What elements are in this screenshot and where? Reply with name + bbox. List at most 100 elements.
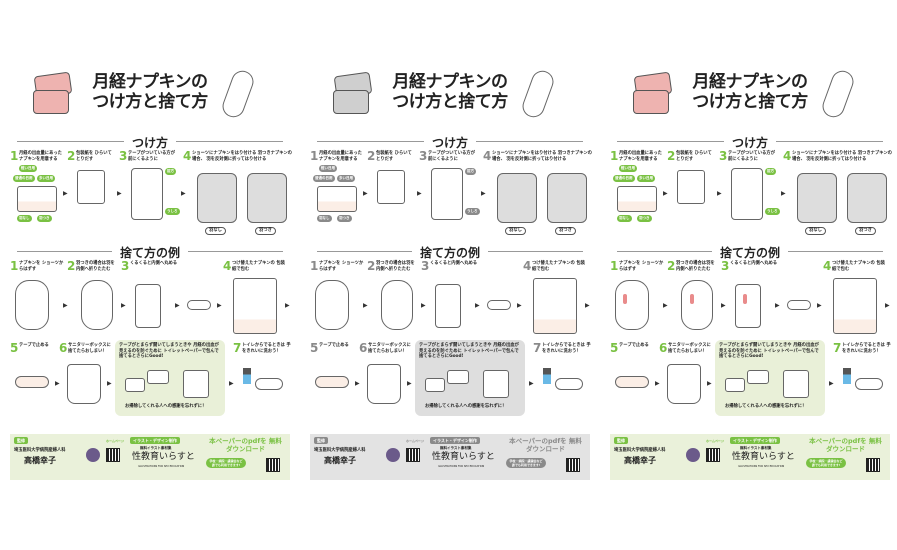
sanitary-pad-icon (519, 67, 557, 121)
arrow-right-icon: ▶ (363, 190, 368, 197)
homepage-qr-code[interactable] (106, 448, 120, 462)
step-number: 2 (67, 149, 76, 163)
toilet-paper-icon (147, 370, 169, 384)
step-text: サニタリーボックスに 捨てたらおしまい！ (368, 343, 411, 354)
step-number: 1 (10, 149, 19, 163)
homepage-qr-code[interactable] (406, 448, 420, 462)
step-text: ナプキンを ショーツからはずす (319, 261, 364, 272)
site-subtitle: 無料イラスト素材集 (140, 446, 172, 450)
pad-front-view (431, 168, 463, 220)
step-text: 包装紙を ひらいてとりだす (676, 151, 712, 162)
poster-title: 月経ナプキンのつけ方と捨て方 (675, 72, 825, 112)
homepage-label: ホームページ (106, 439, 124, 443)
title-line-2: つけ方と捨て方 (92, 92, 208, 112)
step-text: 月経の出血量にあった ナプキンを用意する (19, 151, 62, 162)
pad-rolled (787, 300, 811, 310)
step-text: トイレからでるときは 手をきれいに洗おう！ (242, 343, 291, 354)
tip-thanks: お掃除してくれる人への感謝を忘れずに！ (125, 404, 207, 409)
pad-type-pill: 多い日用 (337, 175, 355, 182)
homepage-label: ホームページ (406, 439, 424, 443)
step-text: 月経の出血量にあった ナプキンを用意する (319, 151, 362, 162)
arrow-right-icon: ▶ (63, 190, 68, 197)
section-label: 捨て方の例 (411, 246, 488, 260)
direction-back-badge: うしろ (765, 208, 780, 215)
faucet-icon (243, 368, 251, 384)
wing-none-label: 羽なし (505, 227, 526, 235)
avatar (686, 448, 700, 462)
arrow-right-icon: ▶ (481, 190, 486, 197)
homepage-label: ホームページ (706, 439, 724, 443)
section-label: つけ方 (423, 136, 476, 150)
step-text: つけ替えたナプキンの 包装紙で包む (832, 261, 885, 272)
pad-type-pill: 軽い日用 (319, 165, 337, 172)
pad-type-pill: 羽つき (37, 215, 52, 222)
step-number: 1 (610, 259, 619, 273)
section-heading-dispose: 捨て方の例 (5, 244, 295, 260)
download-qr-code[interactable] (266, 458, 280, 472)
section-heading-attach: つけ方 (305, 134, 595, 150)
direction-front-badge: 前方 (765, 168, 776, 175)
step-text: つけ替えたナプキンの 包装紙で包む (532, 261, 585, 272)
pad-package (17, 186, 57, 212)
arrow-right-icon: ▶ (585, 302, 590, 309)
section-heading-dispose: 捨て方の例 (605, 244, 895, 260)
pad-type-pill: 多い日用 (637, 175, 655, 182)
wing-none-label: 羽なし (805, 227, 826, 235)
step-number: 6 (59, 341, 68, 355)
supervisor-name: 高橋幸子 (24, 456, 56, 465)
footer-credits: 監修埼玉医科大学病院産婦人科高橋幸子ホームページイラスト・デザイン制作無料イラス… (610, 434, 890, 480)
wing-with-label: 羽つき (555, 227, 576, 235)
step-text: くるくると内側へ丸める (130, 261, 178, 266)
download-qr-code[interactable] (866, 458, 880, 472)
pad-wings-folded (381, 280, 413, 330)
footer-credits: 監修埼玉医科大学病院産婦人科高橋幸子ホームページイラスト・デザイン制作無料イラス… (310, 434, 590, 480)
arrow-right-icon: ▶ (529, 380, 534, 387)
step-text: テープがついている方が 前にくるように (128, 151, 175, 162)
step-number: 1 (610, 149, 619, 163)
arrow-right-icon: ▶ (421, 302, 426, 309)
sanitary-pad-icon (219, 67, 257, 121)
step-number: 4 (483, 149, 492, 163)
section-label: 捨て方の例 (111, 246, 188, 260)
arrow-right-icon: ▶ (781, 190, 786, 197)
supervisor-name: 高橋幸子 (624, 456, 656, 465)
pad-removed (315, 280, 349, 330)
sanitary-box (67, 364, 101, 404)
faucet-icon (843, 368, 851, 384)
arrow-right-icon: ▶ (363, 302, 368, 309)
tip-box: テープがとまらず開いてしまうときや 月経の出血が見えるのを防ぐために トイレット… (115, 340, 225, 416)
shorts-no-wings (197, 173, 237, 223)
usage-badge: 学校・病院・講演会など 誰でも利用できます! (806, 458, 846, 468)
pad-type-pill: 羽なし (17, 215, 32, 222)
blood-mark (623, 294, 627, 304)
pad-removed (615, 280, 649, 330)
washing-hands-icon (555, 378, 583, 390)
pad-rolled (187, 300, 211, 310)
step-number: 2 (367, 259, 376, 273)
poster-title: 月経ナプキンのつけ方と捨て方 (375, 72, 525, 112)
step-number: 5 (310, 341, 319, 355)
supervisor-name: 高橋幸子 (324, 456, 356, 465)
homepage-qr-code[interactable] (706, 448, 720, 462)
download-qr-code[interactable] (566, 458, 580, 472)
affiliation: 埼玉医科大学病院産婦人科 (14, 448, 66, 453)
section-label: つけ方 (123, 136, 176, 150)
tip-box: テープがとまらず開いてしまうときや 月経の出血が見えるのを防ぐために トイレット… (415, 340, 525, 416)
step-number: 2 (367, 149, 376, 163)
arrow-right-icon: ▶ (517, 302, 522, 309)
download-heading: 本ペーパーのpdfを 無料ダウンロード (809, 437, 882, 453)
taped-pad (15, 376, 49, 388)
sanitary-box-icon (483, 370, 509, 398)
usage-badge: 学校・病院・講演会など 誰でも利用できます! (206, 458, 246, 468)
pad-rolled (487, 300, 511, 310)
arrow-right-icon: ▶ (663, 302, 668, 309)
step-text: ショーツにナプキンをはり付ける 羽つきナプキンの場合、 羽を反対側に折ってはり付… (192, 151, 292, 162)
pad-package (617, 186, 657, 212)
blood-mark (743, 294, 747, 304)
step-number: 4 (183, 149, 192, 163)
supervisor-tag: 監修 (314, 437, 328, 444)
step-text: トイレからでるときは 手をきれいに洗おう！ (842, 343, 891, 354)
step-text: くるくると内側へ丸める (730, 261, 778, 266)
arrow-right-icon: ▶ (417, 190, 422, 197)
arrow-right-icon: ▶ (107, 380, 112, 387)
